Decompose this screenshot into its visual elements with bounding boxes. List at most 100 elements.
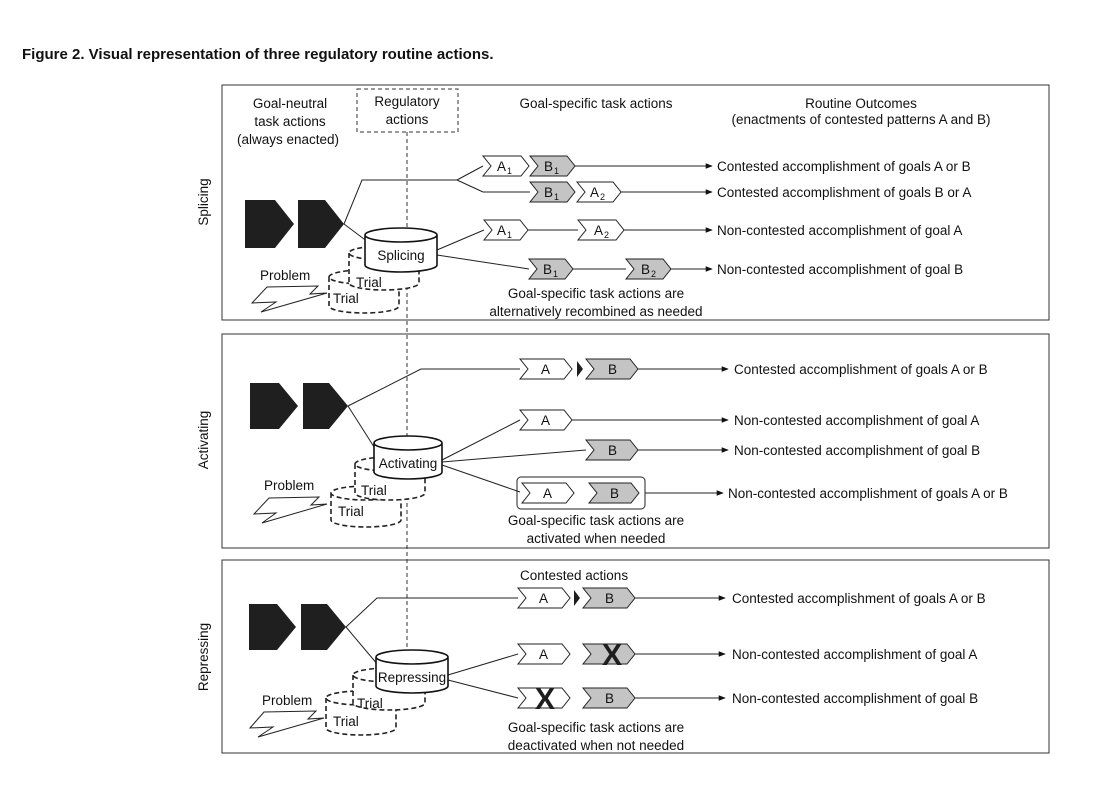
activating-content: Trial Trial Activating Problem A B Conte… bbox=[250, 358, 1008, 546]
activating-cylinder bbox=[373, 435, 443, 480]
action-subscript: 2 bbox=[604, 230, 609, 240]
action-label-a: A bbox=[539, 647, 548, 662]
splicing-caption-line1: Goal-specific task actions are bbox=[508, 286, 684, 301]
activating-outcome-1: Contested accomplishment of goals A or B bbox=[734, 362, 988, 377]
action-chevron-b bbox=[528, 181, 576, 203]
action-subscript: 1 bbox=[507, 230, 512, 240]
splicing-outcome-4: Non-contested accomplishment of goal B bbox=[717, 262, 963, 277]
action-chevron-a bbox=[516, 587, 571, 609]
header-routine-outcomes-line2: (enactments of contested patterns A and … bbox=[732, 112, 991, 127]
action-label-a: A bbox=[497, 159, 506, 174]
header-regulatory-line1: Regulatory bbox=[374, 94, 440, 109]
regulatory-header-box bbox=[356, 88, 459, 133]
splicing-panel bbox=[221, 84, 1050, 321]
activating-outcome-2: Non-contested accomplishment of goal A bbox=[734, 413, 979, 428]
connector bbox=[456, 179, 484, 193]
action-chevron-b bbox=[581, 587, 636, 609]
problem-bolt-icon bbox=[248, 710, 325, 738]
problem-label: Problem bbox=[262, 693, 312, 708]
problem-label: Problem bbox=[260, 268, 310, 283]
problem-bolt-icon bbox=[250, 285, 328, 313]
header-goal-specific: Goal-specific task actions bbox=[519, 96, 672, 111]
action-label-b: B bbox=[544, 185, 553, 200]
splicing-cylinder bbox=[364, 227, 438, 273]
connector bbox=[447, 653, 519, 676]
repressing-outcome-2: Non-contested accomplishment of goal A bbox=[732, 647, 977, 662]
action-chevron-b bbox=[581, 643, 636, 665]
side-label-activating: Activating bbox=[196, 411, 211, 470]
side-label-splicing: Splicing bbox=[196, 178, 211, 225]
header-goal-neutral-line1: Goal-neutral bbox=[253, 96, 327, 111]
action-subscript: 1 bbox=[554, 166, 559, 176]
connector bbox=[345, 597, 518, 628]
action-label-b: B bbox=[544, 159, 553, 174]
action-chevron-a bbox=[481, 155, 530, 177]
repressing-content: Trial Trial Repressing Problem Contested… bbox=[248, 568, 986, 753]
column-headers: Goal-neutral task actions (always enacte… bbox=[237, 88, 991, 147]
action-chevron-b bbox=[581, 687, 636, 709]
splicing-outcome-1: Contested accomplishment of goals A or B bbox=[717, 159, 971, 174]
connector bbox=[343, 179, 457, 225]
connector-arrowhead bbox=[574, 590, 580, 606]
action-chevron-a bbox=[576, 219, 625, 241]
action-chevron-b bbox=[587, 482, 640, 504]
goal-neutral-block-1 bbox=[250, 383, 298, 429]
action-subscript: 1 bbox=[507, 166, 512, 176]
action-chevron-a bbox=[482, 219, 529, 241]
trial-label: Trial bbox=[333, 291, 359, 306]
problem-bolt-icon bbox=[252, 496, 328, 524]
activating-cylinder-label: Activating bbox=[379, 456, 438, 471]
action-label-b: B bbox=[641, 262, 650, 277]
repressing-outcome-3: Non-contested accomplishment of goal B bbox=[732, 691, 978, 706]
trial-label: Trial bbox=[338, 504, 364, 519]
action-subscript: 1 bbox=[554, 192, 559, 202]
connector bbox=[347, 405, 377, 451]
goal-neutral-block-2 bbox=[301, 604, 346, 650]
action-subscript: 2 bbox=[651, 269, 656, 279]
header-goal-neutral-line3: (always enacted) bbox=[237, 132, 339, 147]
goal-neutral-block-2 bbox=[303, 383, 348, 429]
action-chevron-a bbox=[516, 643, 571, 665]
splicing-caption-line2: alternatively recombined as needed bbox=[489, 304, 702, 319]
connector bbox=[441, 464, 521, 493]
action-chevron-a bbox=[520, 482, 575, 504]
activating-panel bbox=[221, 333, 1050, 549]
activating-outcome-4: Non-contested accomplishment of goals A … bbox=[728, 486, 1008, 501]
splicing-content: Trial Trial Splicing Problem A 1 B 1 Con… bbox=[245, 155, 971, 319]
connector bbox=[347, 368, 520, 407]
action-chevron-b bbox=[528, 155, 576, 177]
side-label-repressing: Repressing bbox=[196, 623, 211, 691]
action-chevron-b bbox=[624, 258, 672, 280]
trial-label: Trial bbox=[356, 275, 382, 290]
repressing-caption-line1: Goal-specific task actions are bbox=[508, 720, 684, 735]
connector-arrowhead bbox=[577, 361, 583, 377]
connector bbox=[447, 679, 519, 699]
repressing-panel bbox=[221, 559, 1050, 754]
header-goal-neutral-line2: task actions bbox=[254, 114, 326, 129]
figure-title: Figure 2. Visual representation of three… bbox=[22, 46, 494, 63]
action-label-a: A bbox=[590, 185, 599, 200]
repressing-caption-line2: deactivated when not needed bbox=[508, 738, 684, 753]
action-chevron-a bbox=[575, 181, 622, 203]
activating-outcome-3: Non-contested accomplishment of goal B bbox=[734, 443, 980, 458]
activating-caption-line1: Goal-specific task actions are bbox=[508, 513, 684, 528]
action-label-b: B bbox=[608, 443, 617, 458]
action-subscript: 2 bbox=[600, 192, 605, 202]
action-label-b: B bbox=[605, 591, 614, 606]
action-chevron-a bbox=[518, 358, 573, 380]
problem-label: Problem bbox=[264, 478, 314, 493]
action-label-b: B bbox=[543, 262, 552, 277]
action-chevron-b bbox=[527, 258, 574, 280]
repressing-cylinder bbox=[375, 649, 449, 694]
splicing-cylinder-label: Splicing bbox=[377, 248, 424, 263]
goal-neutral-block-1 bbox=[245, 200, 294, 248]
repressing-outcome-1: Contested accomplishment of goals A or B bbox=[732, 591, 986, 606]
connector bbox=[436, 229, 485, 251]
header-routine-outcomes-line1: Routine Outcomes bbox=[805, 96, 917, 111]
trial-label: Trial bbox=[361, 483, 387, 498]
action-label-b: B bbox=[605, 691, 614, 706]
activating-caption-line2: activated when needed bbox=[527, 531, 666, 546]
action-label-a: A bbox=[541, 413, 550, 428]
connector bbox=[456, 165, 484, 181]
